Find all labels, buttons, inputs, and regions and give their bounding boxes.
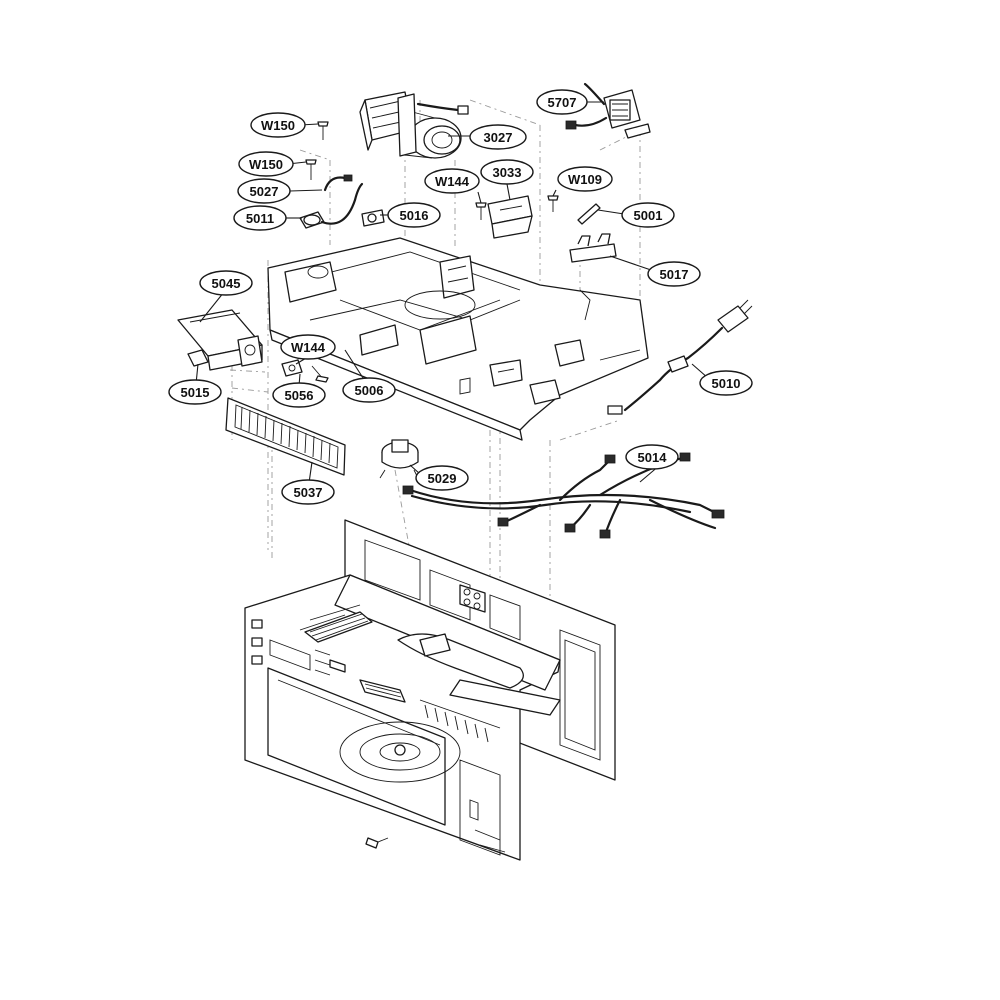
- callout-W150-mid: W150: [238, 151, 294, 177]
- callout-3027: 3027: [469, 124, 527, 150]
- callout-5056: 5056: [272, 382, 326, 408]
- callout-5037: 5037: [281, 479, 335, 505]
- screw-w144-mid: [311, 365, 329, 383]
- callout-5010: 5010: [699, 370, 753, 396]
- callout-text: 5017: [660, 267, 689, 282]
- blower-motor-part: [359, 91, 469, 159]
- callout-text: 5707: [548, 95, 577, 110]
- callout-text: W144: [291, 340, 326, 355]
- screw-w150-mid: [305, 159, 317, 180]
- callout-text: W109: [568, 172, 602, 187]
- callout-text: 5027: [250, 184, 279, 199]
- callout-text: 5029: [428, 471, 457, 486]
- callout-text: 5006: [355, 383, 384, 398]
- base-plate-part: [267, 237, 649, 441]
- callout-5001: 5001: [621, 202, 675, 228]
- callout-text: W150: [261, 118, 295, 133]
- callout-5017: 5017: [647, 261, 701, 287]
- callout-text: 5045: [212, 276, 241, 291]
- callout-text: 5011: [246, 211, 274, 226]
- callout-W109: W109: [557, 166, 613, 192]
- bottom-screw: [365, 837, 389, 849]
- sensor-part: [361, 209, 385, 227]
- callout-text: 3033: [493, 165, 522, 180]
- callout-text: W144: [435, 174, 470, 189]
- callout-text: 5001: [634, 208, 663, 223]
- clip-part: [569, 233, 617, 263]
- callout-text: 5056: [285, 388, 314, 403]
- vent-housing-part: [177, 309, 263, 371]
- callout-W150-top: W150: [250, 112, 306, 138]
- callout-text: W150: [249, 157, 283, 172]
- screw-w109: [547, 195, 559, 212]
- cavity-assembly-part: [244, 519, 616, 861]
- callout-5707: 5707: [536, 89, 588, 115]
- screw-w150-top: [317, 121, 329, 140]
- callout-3033: 3033: [480, 159, 534, 185]
- callout-text: 5014: [638, 450, 668, 465]
- callout-text: 5010: [712, 376, 741, 391]
- callout-5016: 5016: [387, 202, 441, 228]
- callout-5027: 5027: [237, 178, 291, 204]
- rod-part: [577, 203, 601, 225]
- callout-5015: 5015: [168, 379, 222, 405]
- callout-5014: 5014: [625, 444, 679, 470]
- callout-5011: 5011: [233, 205, 287, 231]
- screw-w144-top: [475, 202, 487, 220]
- grille-part: [225, 397, 346, 476]
- callout-5045: 5045: [199, 270, 253, 296]
- callout-W144-top: W144: [424, 168, 480, 194]
- callout-W144-mid: W144: [280, 334, 336, 360]
- bracket-part: [487, 195, 533, 239]
- transformer-part: [565, 82, 651, 139]
- wire-harness-part: [402, 452, 725, 539]
- callout-text: 3027: [484, 130, 513, 145]
- callout-5006: 5006: [342, 377, 396, 403]
- callout-text: 5015: [181, 385, 210, 400]
- power-cord-part: [607, 299, 753, 415]
- thermostat-part: [379, 439, 419, 479]
- thermal-cutoff-part: [299, 174, 364, 229]
- callout-text: 5037: [294, 485, 323, 500]
- callout-text: 5016: [400, 208, 429, 223]
- latch-part: [187, 349, 209, 367]
- callout-5029: 5029: [415, 465, 469, 491]
